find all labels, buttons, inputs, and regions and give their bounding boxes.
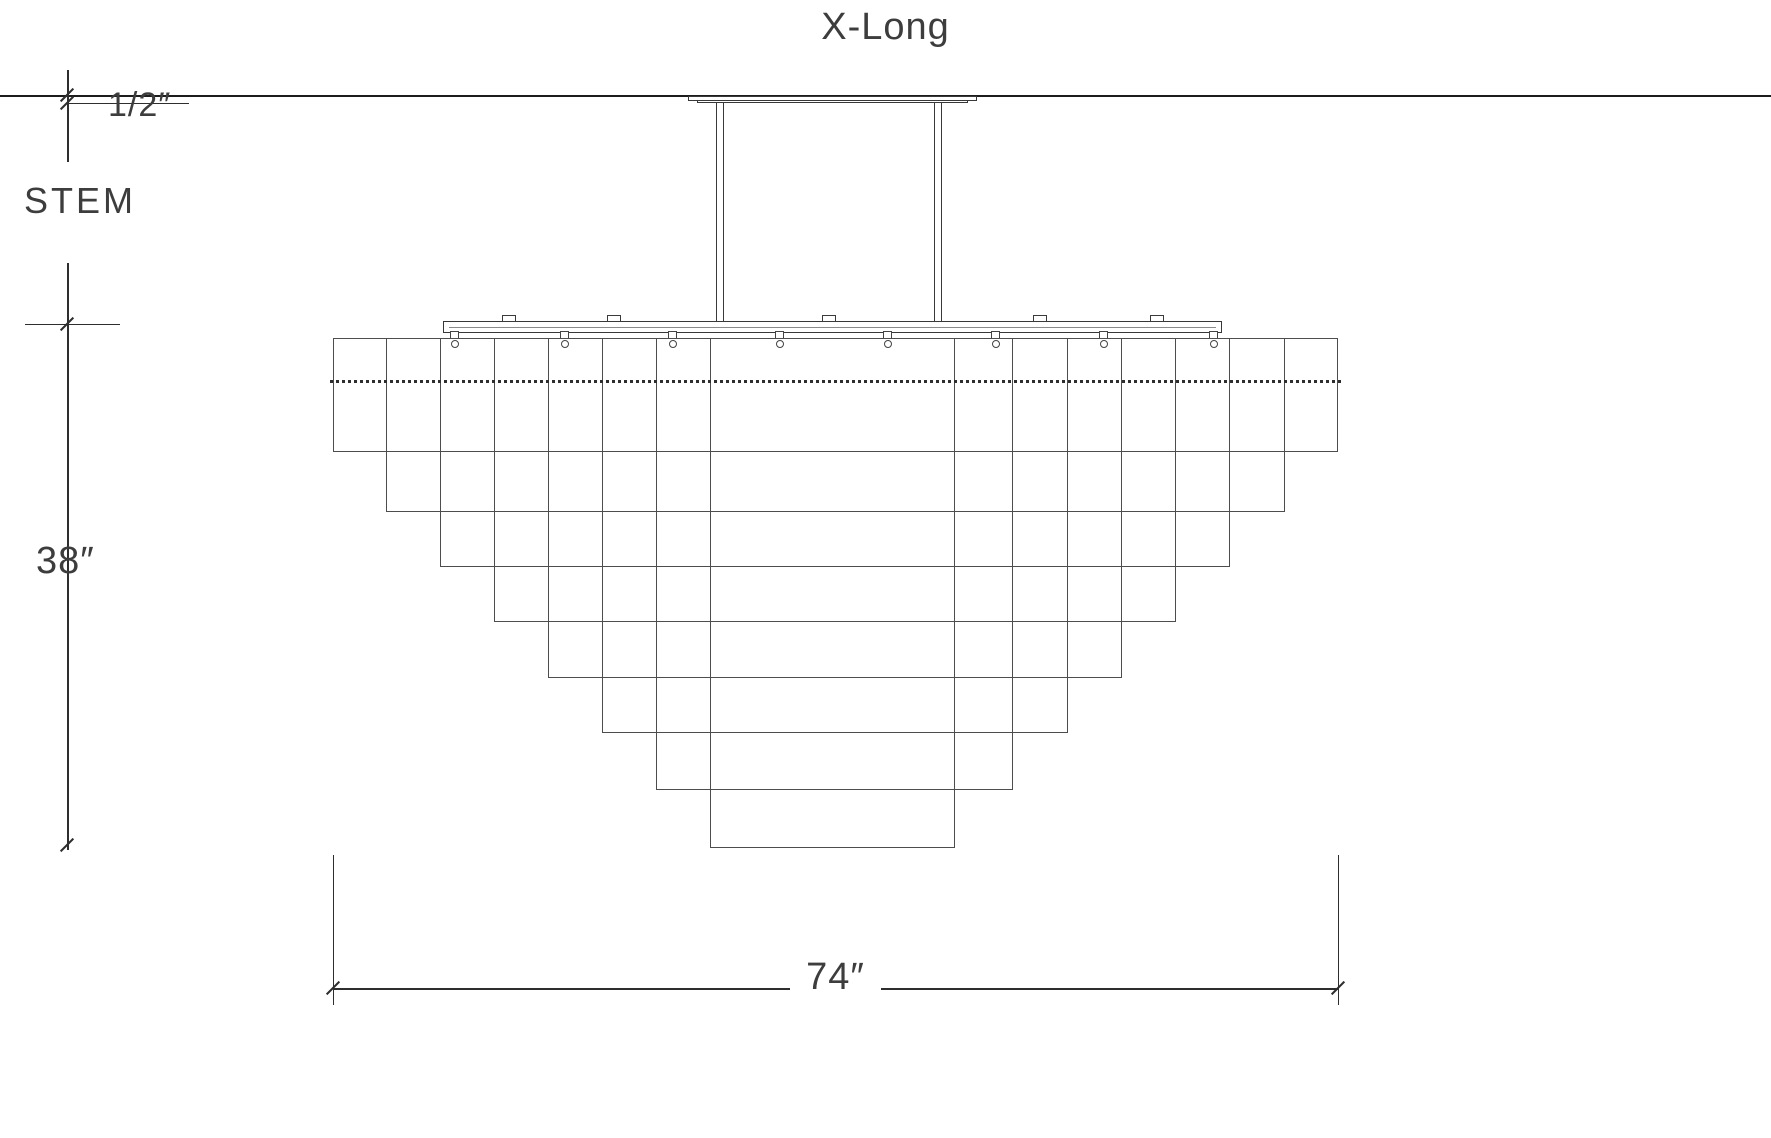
drop-extension-line-top xyxy=(25,324,120,325)
hanger-ring xyxy=(776,340,784,348)
drawing-title: X-Long xyxy=(821,6,950,48)
drop-dimension-line xyxy=(67,263,69,850)
hanger-ring xyxy=(992,340,1000,348)
hanger-ring xyxy=(669,340,677,348)
tier-8 xyxy=(710,338,955,848)
stem-right xyxy=(934,102,942,322)
hanger-ring xyxy=(451,340,459,348)
bar-tab xyxy=(502,315,516,322)
mounting-bar-inner-line xyxy=(449,327,1216,328)
overall-width-label: 74″ xyxy=(333,956,1338,999)
canopy-extension-line xyxy=(67,103,189,104)
hanger-ring xyxy=(884,340,892,348)
canopy-dimension-line xyxy=(67,70,69,162)
bar-tab xyxy=(1150,315,1164,322)
body-drop-label: 38″ xyxy=(36,540,95,582)
width-extension-line-right xyxy=(1338,855,1339,1005)
bar-tab xyxy=(607,315,621,322)
bar-tab xyxy=(822,315,836,322)
stem-left xyxy=(716,102,724,322)
canopy-gap-label: 1/2″ xyxy=(108,86,172,124)
stem-label: STEM xyxy=(24,180,137,221)
hanger-ring xyxy=(1210,340,1218,348)
width-extension-line-left xyxy=(333,855,334,1005)
overall-width-value: 74″ xyxy=(790,956,881,999)
bar-tab xyxy=(1033,315,1047,322)
dotted-reference-line xyxy=(330,380,1341,383)
hanger-ring xyxy=(1100,340,1108,348)
hanger-ring xyxy=(561,340,569,348)
canopy-plate-lower xyxy=(697,100,968,103)
